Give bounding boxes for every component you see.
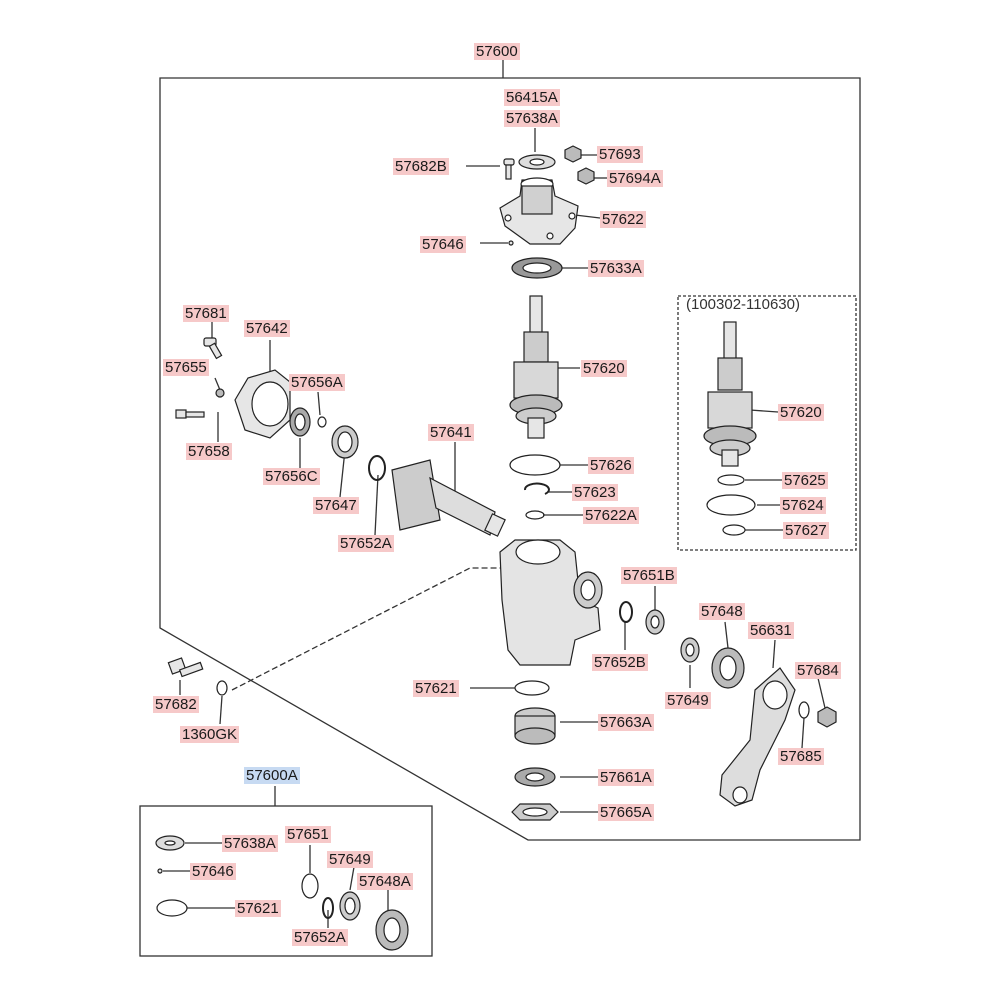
label-part-57633A[interactable]: 57633A [588,260,644,277]
label-part-57693[interactable]: 57693 [597,146,643,163]
label-kit-57600A[interactable]: 57600A [244,767,300,784]
label-part-57623[interactable]: 57623 [572,484,618,501]
label-part-57684[interactable]: 57684 [795,662,841,679]
label-part-57652A[interactable]: 57652A [338,535,394,552]
label-part-57665A[interactable]: 57665A [598,804,654,821]
part-illustrations [155,145,837,951]
label-part-1360GK[interactable]: 1360GK [180,726,240,743]
label-kit-57638A[interactable]: 57638A [222,835,278,852]
label-kit-57646[interactable]: 57646 [190,863,236,880]
label-part-57655[interactable]: 57655 [163,359,209,376]
label-part-57624[interactable]: 57624 [780,497,826,514]
label-part-57625[interactable]: 57625 [782,472,828,489]
label-part-57681[interactable]: 57681 [183,305,229,322]
label-assembly-57600[interactable]: 57600 [474,43,520,60]
label-part-57622[interactable]: 57622 [600,211,646,228]
label-part-57620-variant[interactable]: 57620 [778,404,824,421]
label-kit-57652A[interactable]: 57652A [292,929,348,946]
label-part-57648[interactable]: 57648 [699,603,745,620]
label-part-57646[interactable]: 57646 [420,236,466,253]
input-shaft-icon [509,295,563,439]
label-part-57626[interactable]: 57626 [588,457,634,474]
variant-note: (100302-110630) [686,296,800,313]
label-part-56415A[interactable]: 56415A [504,89,560,106]
label-part-57621[interactable]: 57621 [413,680,459,697]
gear-housing-icon [499,539,603,666]
mount-dashed-line [231,567,505,691]
label-part-57682[interactable]: 57682 [153,696,199,713]
label-part-57663A[interactable]: 57663A [598,714,654,731]
label-part-57642[interactable]: 57642 [244,320,290,337]
assembly-frame [159,77,861,841]
label-part-57661A[interactable]: 57661A [598,769,654,786]
label-part-57682B[interactable]: 57682B [393,158,449,175]
label-part-57647[interactable]: 57647 [313,497,359,514]
kit-frame [139,805,433,957]
variant-box [677,295,857,551]
label-part-57641[interactable]: 57641 [428,424,474,441]
label-kit-57651[interactable]: 57651 [285,826,331,843]
label-part-57694A[interactable]: 57694A [607,170,663,187]
label-part-57652B[interactable]: 57652B [592,654,648,671]
label-part-57656A[interactable]: 57656A [289,374,345,391]
label-part-57651B[interactable]: 57651B [621,567,677,584]
label-kit-57621[interactable]: 57621 [235,900,281,917]
label-kit-57649[interactable]: 57649 [327,851,373,868]
variant-shaft-icon [703,321,757,467]
label-part-57658[interactable]: 57658 [186,443,232,460]
label-kit-57648A[interactable]: 57648A [357,873,413,890]
label-part-57627[interactable]: 57627 [783,522,829,539]
label-part-57656C[interactable]: 57656C [263,468,320,485]
label-part-57685[interactable]: 57685 [778,748,824,765]
sector-shaft-icon [391,459,506,537]
label-part-57649[interactable]: 57649 [665,692,711,709]
label-part-57620[interactable]: 57620 [581,360,627,377]
label-part-57622A[interactable]: 57622A [583,507,639,524]
label-part-56631[interactable]: 56631 [748,622,794,639]
label-part-57638A[interactable]: 57638A [504,110,560,127]
